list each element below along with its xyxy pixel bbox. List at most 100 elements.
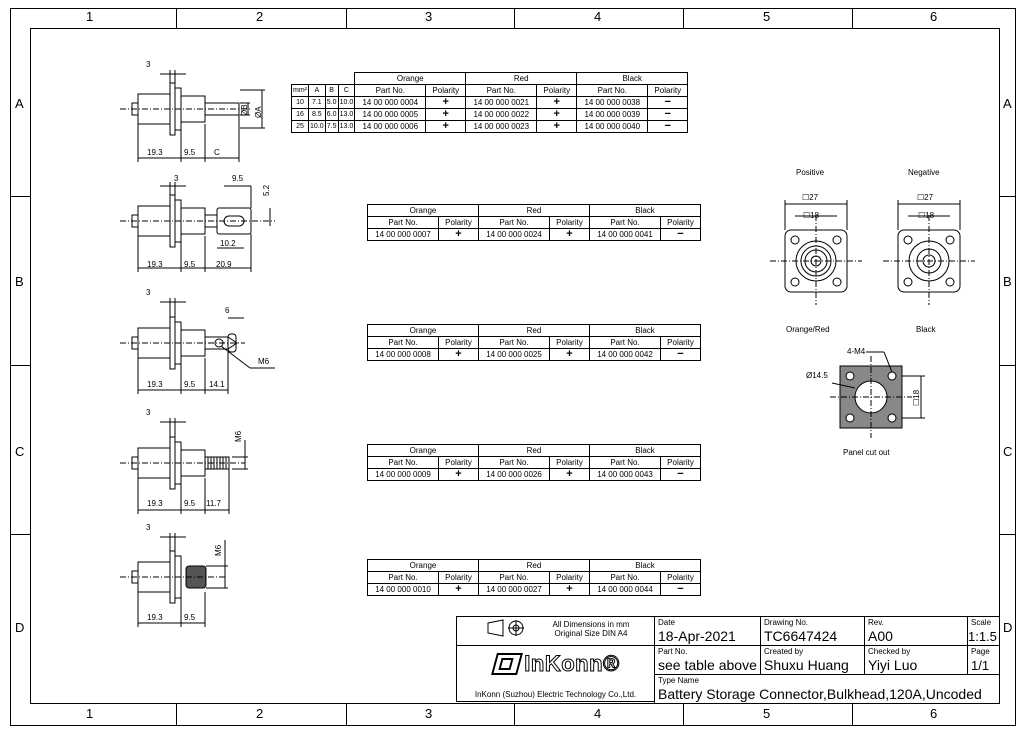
connector-view-1 [120,70,265,162]
dim-thread-5: M6 [214,544,223,556]
dim-length-2: 19.3 [147,260,163,269]
dim-tab-len-3: 14.1 [209,380,225,389]
table-row: 25 10.0 7.5 13.0 14 00 000 0006 + 14 00 … [291,120,689,133]
projection-symbol [487,619,524,637]
table-row: 10 7.1 5.0 10.0 14 00 000 0004 + 14 00 0… [291,96,689,109]
table-row: 16 8.5 6.0 13.0 14 00 000 0005 + 14 00 0… [291,108,689,121]
zone-row-b-right: B [1003,274,1012,289]
zone-col-6: 6 [930,9,938,24]
part-no-cell: Part No. see table above [654,645,761,675]
date-cell: Date 18-Apr-2021 [654,616,761,646]
connector-view-3 [120,298,275,394]
dim-c: C [214,148,220,157]
zone-row-d: D [15,620,25,635]
negative-front-view [883,200,975,305]
dim-total-2: 20.9 [216,260,232,269]
table-row: 14 00 000 0010+14 00 000 0027+14 00 000 … [367,583,701,596]
black-label: Black [916,325,936,334]
dim-thread-3: M6 [258,357,270,366]
zone-col-6-bottom: 6 [930,706,938,721]
dim-stud-4: 11.7 [206,499,221,508]
all-dims-text: All Dimensions in mm [552,620,630,629]
zone-col-1: 1 [86,9,94,24]
date-value: 18-Apr-2021 [658,628,736,644]
zone-col-2-bottom: 2 [256,706,264,721]
col-black: Black [576,72,689,85]
dim-tab-3: 6 [225,306,230,315]
dim-hole-2: 9.5 [232,174,244,183]
drawing-area [30,28,1000,704]
positive-sq27: ☐27 [802,193,819,202]
zone-row-b: B [15,274,24,289]
drawing-no-cell: Drawing No. TC6647424 [760,616,865,646]
zone-row-d-right: D [1003,620,1013,635]
positive-front-view [770,200,862,305]
created-by-value: Shuxu Huang [764,657,849,673]
zone-col-5: 5 [763,9,771,24]
dim-body-1: 9.5 [184,148,196,157]
dim-length-5: 19.3 [147,613,163,622]
checked-by-value: Yiyi Luo [868,657,918,673]
dim-length-3: 19.3 [147,380,163,389]
dim-body-5: 9.5 [184,613,196,622]
type-name-cell: Type Name Battery Storage Connector,Bulk… [654,674,1000,704]
connector-view-2 [120,182,275,272]
checked-by-cell: Checked by Yiyi Luo [864,645,968,675]
dim-flange-5: 3 [146,523,151,532]
brand-cell: InKonn® InKonn (Suzhou) Electric Technol… [456,645,655,702]
type-name-value: Battery Storage Connector,Bulkhead,120A,… [658,686,982,702]
dia-14-5-label: Ø14.5 [806,371,828,380]
dimensions-note-cell: All Dimensions in mm Original Size DIN A… [456,616,655,646]
zone-row-a-right: A [1003,96,1012,111]
connector-view-5 [120,533,228,627]
zone-col-4: 4 [594,9,602,24]
panel-cutout-view [830,351,925,438]
rev-cell: Rev. A00 [864,616,968,646]
zone-col-4-bottom: 4 [594,706,602,721]
part-table-1: Orange Red Black mm² A B C Part No. Pola… [291,72,689,133]
dim-body-3: 9.5 [184,380,196,389]
negative-sq27: ☐27 [917,193,934,202]
zone-row-a: A [15,96,24,111]
dim-flange-2: 3 [174,174,179,183]
m4-label: 4-M4 [847,347,866,356]
panel-sq18-label: ☐18 [912,389,921,406]
col-orange: Orange [354,72,467,85]
dim-length-4: 19.3 [147,499,163,508]
dim-b: ØB [240,104,249,116]
table-row: 14 00 000 0007+14 00 000 0024+14 00 000 … [367,228,701,241]
positive-sq18: ☐18 [803,211,820,220]
negative-sq18: ☐18 [918,211,935,220]
zone-col-1-bottom: 1 [86,706,94,721]
drawing-frame [10,8,1016,726]
zone-col-3-bottom: 3 [425,706,433,721]
dim-body-2: 9.5 [184,260,196,269]
zone-col-3: 3 [425,9,433,24]
page-cell: Page 1/1 [967,645,1000,675]
brand-name: InKonn® [524,651,620,677]
part-no-value: see table above [658,657,757,673]
zone-row-c-right: C [1003,444,1013,459]
scale-cell: Scale 1:1.5 [967,616,1000,646]
orange-red-label: Orange/Red [786,325,830,334]
orig-size-text: Original Size DIN A4 [554,629,628,638]
positive-label: Positive [796,168,825,177]
dim-a: ØA [254,106,263,118]
inkonn-logo-icon [491,653,524,675]
company-name: InKonn (Suzhou) Electric Technology Co.,… [474,690,637,699]
rev-value: A00 [868,628,893,644]
drawing-no-value: TC6647424 [764,628,838,644]
created-by-cell: Created by Shuxu Huang [760,645,865,675]
negative-label: Negative [908,168,940,177]
dim-flange-4: 3 [146,408,151,417]
dim-body-4: 9.5 [184,499,196,508]
table-row: 14 00 000 0008+14 00 000 0025+14 00 000 … [367,348,701,361]
dim-length-1: 19.3 [147,148,163,157]
dim-flange-3: 3 [146,288,151,297]
zone-row-c: C [15,444,25,459]
